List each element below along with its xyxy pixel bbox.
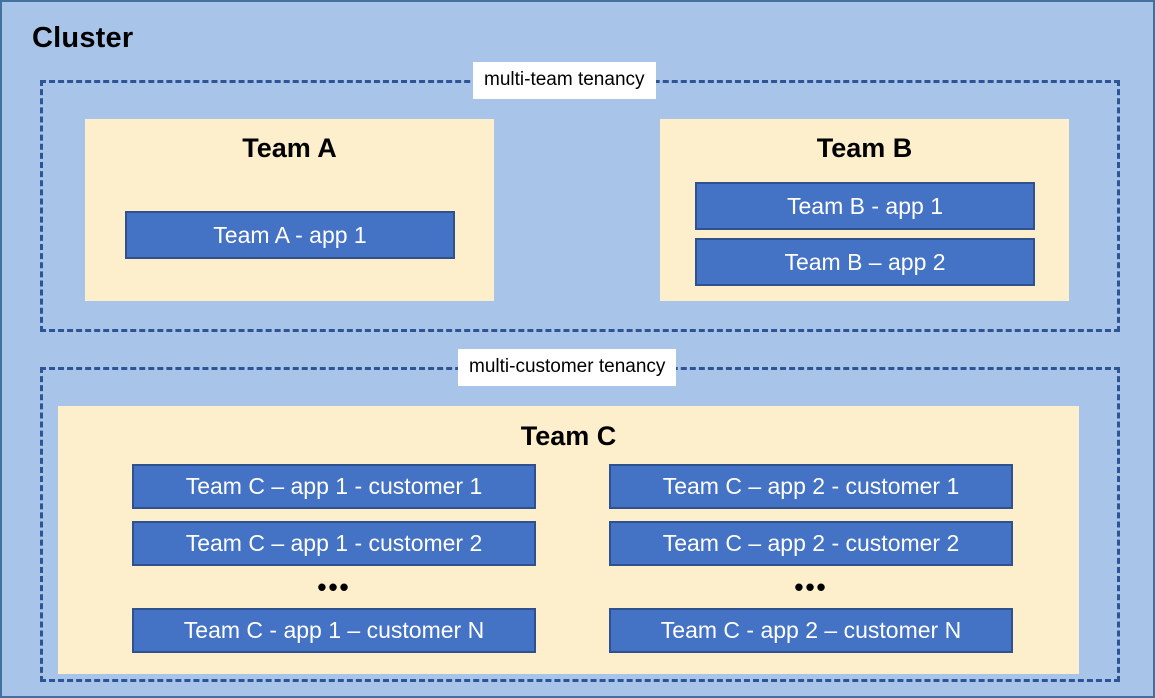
- team-title-team-c: Team C: [520, 421, 617, 451]
- tenancy-region-multi-team: multi-team tenancy: [40, 62, 1120, 332]
- app-box-team-c-app-1-customer-1[interactable]: Team C – app 1 - customer 1: [132, 464, 536, 509]
- app-box-team-a-app-1[interactable]: Team A - app 1: [125, 211, 455, 259]
- ellipsis-team-c-app-1: •••: [317, 572, 351, 602]
- tenancy-label-multi-customer: multi-customer tenancy: [458, 349, 677, 386]
- team-panel-team-a: Team A Team A - app 1: [85, 119, 494, 301]
- app-box-team-c-app-1-customer-n[interactable]: Team C - app 1 – customer N: [132, 608, 536, 653]
- app-box-team-b-app-2[interactable]: Team B – app 2: [695, 238, 1035, 286]
- tenancy-label-multi-team: multi-team tenancy: [473, 62, 656, 99]
- ellipsis-team-c-app-2: •••: [794, 572, 828, 602]
- app-box-team-c-app-1-customer-2[interactable]: Team C – app 1 - customer 2: [132, 521, 536, 566]
- app-box-team-b-app-1[interactable]: Team B - app 1: [695, 182, 1035, 230]
- team-panel-team-b: Team B Team B - app 1 Team B – app 2: [660, 119, 1069, 301]
- tenancy-region-multi-customer: multi-customer tenancy: [40, 349, 1120, 682]
- app-box-team-c-app-2-customer-n[interactable]: Team C - app 2 – customer N: [609, 608, 1013, 653]
- team-title-team-a: Team A: [242, 133, 337, 163]
- team-title-team-b: Team B: [816, 133, 913, 163]
- app-box-team-c-app-2-customer-1[interactable]: Team C – app 2 - customer 1: [609, 464, 1013, 509]
- cluster-title: Cluster: [32, 22, 134, 54]
- app-box-team-c-app-2-customer-2[interactable]: Team C – app 2 - customer 2: [609, 521, 1013, 566]
- team-c-column-app-2: Team C – app 2 - customer 1 Team C – app…: [609, 464, 1013, 653]
- team-c-column-app-1: Team C – app 1 - customer 1 Team C – app…: [132, 464, 536, 653]
- team-panel-team-c: Team C Team C – app 1 - customer 1 Team …: [58, 406, 1079, 674]
